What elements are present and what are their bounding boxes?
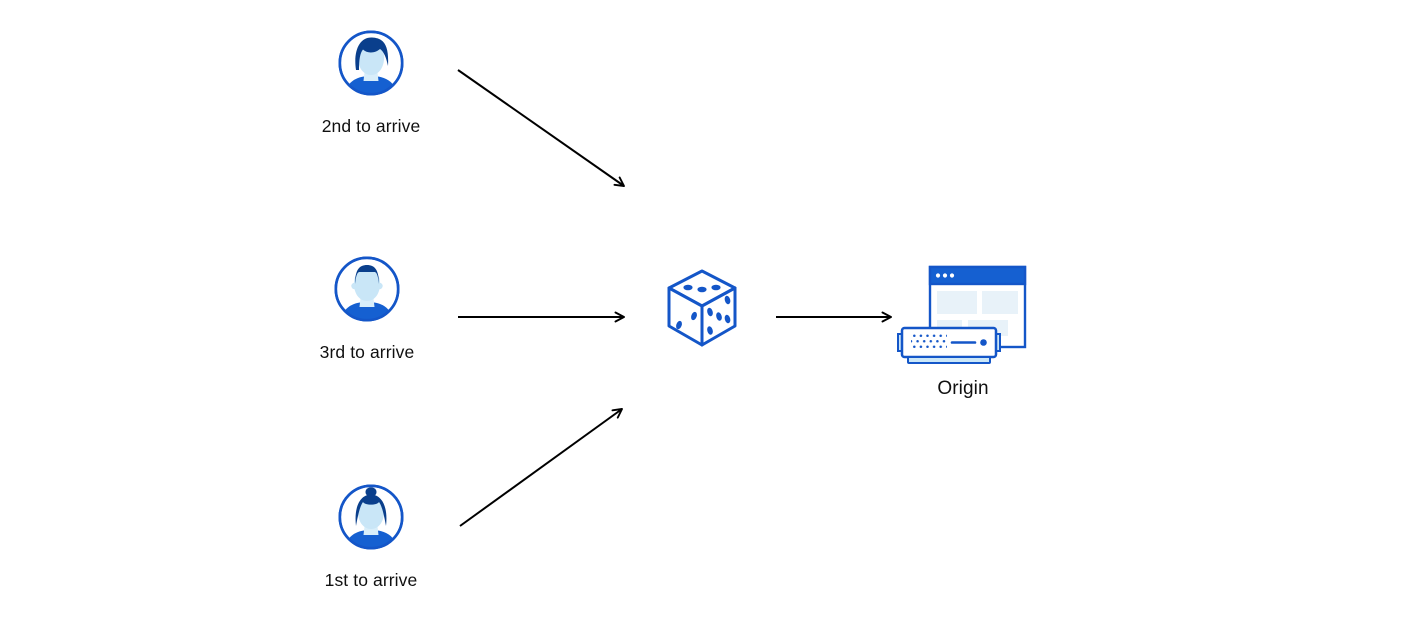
label-origin: Origin — [937, 378, 989, 399]
label-visitor-2nd: 2nd to arrive — [321, 116, 421, 136]
label-visitor-1st: 1st to arrive — [324, 570, 418, 590]
node-origin — [896, 262, 1028, 366]
label-visitor-3rd: 3rd to arrive — [319, 342, 415, 362]
node-visitor-1st — [336, 482, 406, 552]
avatar-woman-bun-icon — [338, 484, 404, 550]
origin-server-browser-icon — [897, 265, 1027, 364]
node-visitor-2nd — [336, 28, 406, 98]
node-visitor-3rd — [332, 254, 402, 324]
avatar-man-flattop-icon — [334, 256, 400, 322]
arrow-visitor2-to-die — [457, 69, 625, 187]
arrow-visitor1-to-die — [459, 408, 623, 527]
dice-icon — [667, 269, 737, 347]
avatar-man-quiff-icon — [338, 30, 404, 96]
node-die — [664, 266, 740, 352]
